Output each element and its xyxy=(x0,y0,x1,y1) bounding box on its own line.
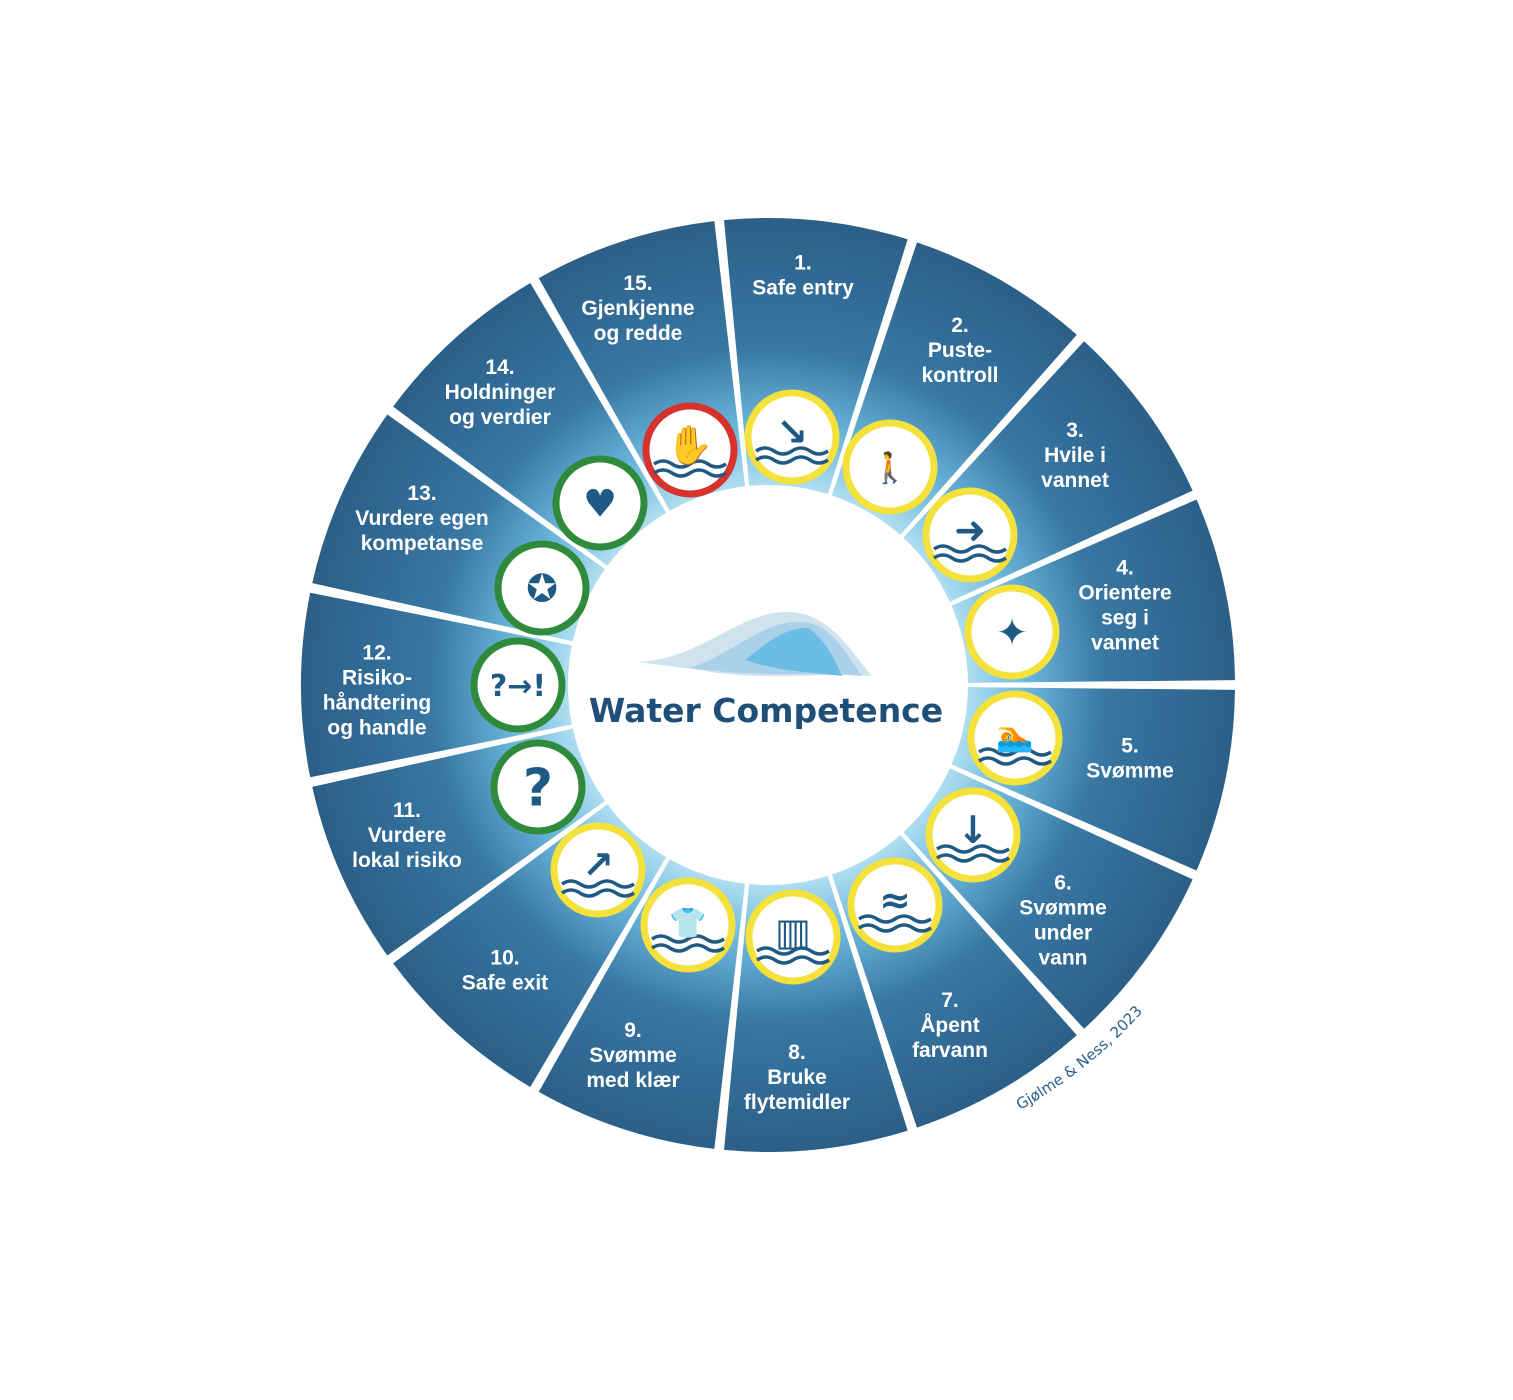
segment-text: Vurdere egen xyxy=(355,507,488,530)
segment-text: og verdier xyxy=(449,406,551,429)
segment-text: vann xyxy=(1038,947,1087,970)
segment-text: Gjenkjenne xyxy=(581,297,694,320)
segment-text: og handle xyxy=(327,717,426,740)
floating-person-icon: ➜ xyxy=(922,487,1018,583)
svg-text:▥: ▥ xyxy=(775,910,811,954)
svg-text:?: ? xyxy=(523,759,553,819)
segment-number: 4. xyxy=(1116,557,1134,580)
open-water-icon: ≈ xyxy=(847,857,943,953)
dive-arrow-icon: ↓ xyxy=(925,787,1021,883)
segment-number: 13. xyxy=(407,482,436,505)
segment-number: 1. xyxy=(794,252,812,275)
question-icon: ? xyxy=(490,739,586,835)
segment-text: håndtering xyxy=(323,692,432,715)
segment-label-5: 5.Svømme xyxy=(1086,735,1174,783)
segment-text: Vurdere xyxy=(368,824,447,847)
segment-12 xyxy=(301,592,572,778)
swimmer-icon: 🏊 xyxy=(967,690,1063,786)
segment-number: 6. xyxy=(1054,872,1072,895)
heart-icon: ♥ xyxy=(552,455,648,551)
svg-text:≈: ≈ xyxy=(879,878,911,922)
person-breathing-icon: 🚶 xyxy=(842,419,938,515)
segment-text: vannet xyxy=(1091,632,1159,655)
icons: ↘ 🚶 ➜ ✦ 🏊 ↓ ≈ ▥ 👕 ↗? ?→! ✪ ♥ ✋ xyxy=(470,389,1063,985)
svg-text:?→!: ?→! xyxy=(490,669,546,704)
segment-text: vannet xyxy=(1041,469,1109,492)
segment-text: Svømme xyxy=(1019,897,1107,920)
segment-number: 11. xyxy=(393,799,421,822)
compass-icon: ✦ xyxy=(964,584,1060,680)
segment-text: farvann xyxy=(912,1039,988,1062)
svg-text:🚶: 🚶 xyxy=(871,450,908,486)
segment-number: 5. xyxy=(1121,735,1139,758)
segment-label-10: 10.Safe exit xyxy=(462,947,548,995)
title: Water Competence xyxy=(589,691,943,730)
segment-number: 8. xyxy=(788,1041,806,1064)
segment-text: Orientere xyxy=(1078,582,1171,605)
segment-text: Hvile i xyxy=(1044,444,1106,467)
segment-text: med klær xyxy=(586,1069,679,1092)
svg-text:↘: ↘ xyxy=(776,410,808,454)
segment-number: 3. xyxy=(1066,419,1084,442)
segment-text: kompetanse xyxy=(361,532,484,555)
segment-text: Safe exit xyxy=(462,972,548,995)
life-vest-icon: ▥ xyxy=(745,889,841,985)
segment-text: Puste- xyxy=(928,339,992,362)
segment-text: flytemidler xyxy=(744,1091,850,1114)
segment-number: 12. xyxy=(362,642,391,665)
segment-text: under xyxy=(1034,922,1092,945)
segment-text: kontroll xyxy=(922,364,999,387)
svg-text:👕: 👕 xyxy=(669,906,706,941)
svg-text:↓: ↓ xyxy=(957,808,989,852)
exit-arrow-icon: ↗ xyxy=(550,822,646,918)
segment-label-2: 2.Puste-kontroll xyxy=(922,314,999,387)
question-to-exclamation-icon: ?→! xyxy=(470,637,566,733)
segment-text: Safe entry xyxy=(752,277,854,300)
segment-number: 15. xyxy=(623,272,652,295)
svg-text:✪: ✪ xyxy=(526,567,558,611)
segment-text: Bruke xyxy=(767,1066,827,1089)
rosette-icon: ✪ xyxy=(494,540,590,636)
svg-text:♥: ♥ xyxy=(583,482,617,526)
waving-hand-icon: ✋ xyxy=(642,402,738,498)
segment-number: 9. xyxy=(624,1019,642,1042)
svg-text:🏊: 🏊 xyxy=(996,719,1033,754)
segment-text: Risiko- xyxy=(342,667,412,690)
svg-text:↗: ↗ xyxy=(582,843,614,887)
svg-text:✋: ✋ xyxy=(666,423,713,467)
segment-number: 14. xyxy=(485,356,514,379)
segment-text: Holdninger xyxy=(445,381,556,404)
segment-text: Åpent xyxy=(920,1013,980,1037)
entry-arrow-icon: ↘ xyxy=(744,389,840,485)
wave-logo xyxy=(638,611,872,677)
clothes-icon: 👕 xyxy=(640,877,736,973)
segment-text: seg i xyxy=(1101,607,1149,630)
svg-text:✦: ✦ xyxy=(996,611,1028,655)
svg-text:➜: ➜ xyxy=(954,508,986,552)
segment-text: Svømme xyxy=(1086,760,1174,783)
segment-number: 7. xyxy=(941,989,959,1012)
segment-text: lokal risiko xyxy=(352,849,462,872)
segment-number: 2. xyxy=(951,314,969,337)
segment-number: 10. xyxy=(490,947,519,970)
segment-text: Svømme xyxy=(589,1044,677,1067)
segment-label-1: 1.Safe entry xyxy=(752,252,854,300)
segment-text: og redde xyxy=(594,322,683,345)
